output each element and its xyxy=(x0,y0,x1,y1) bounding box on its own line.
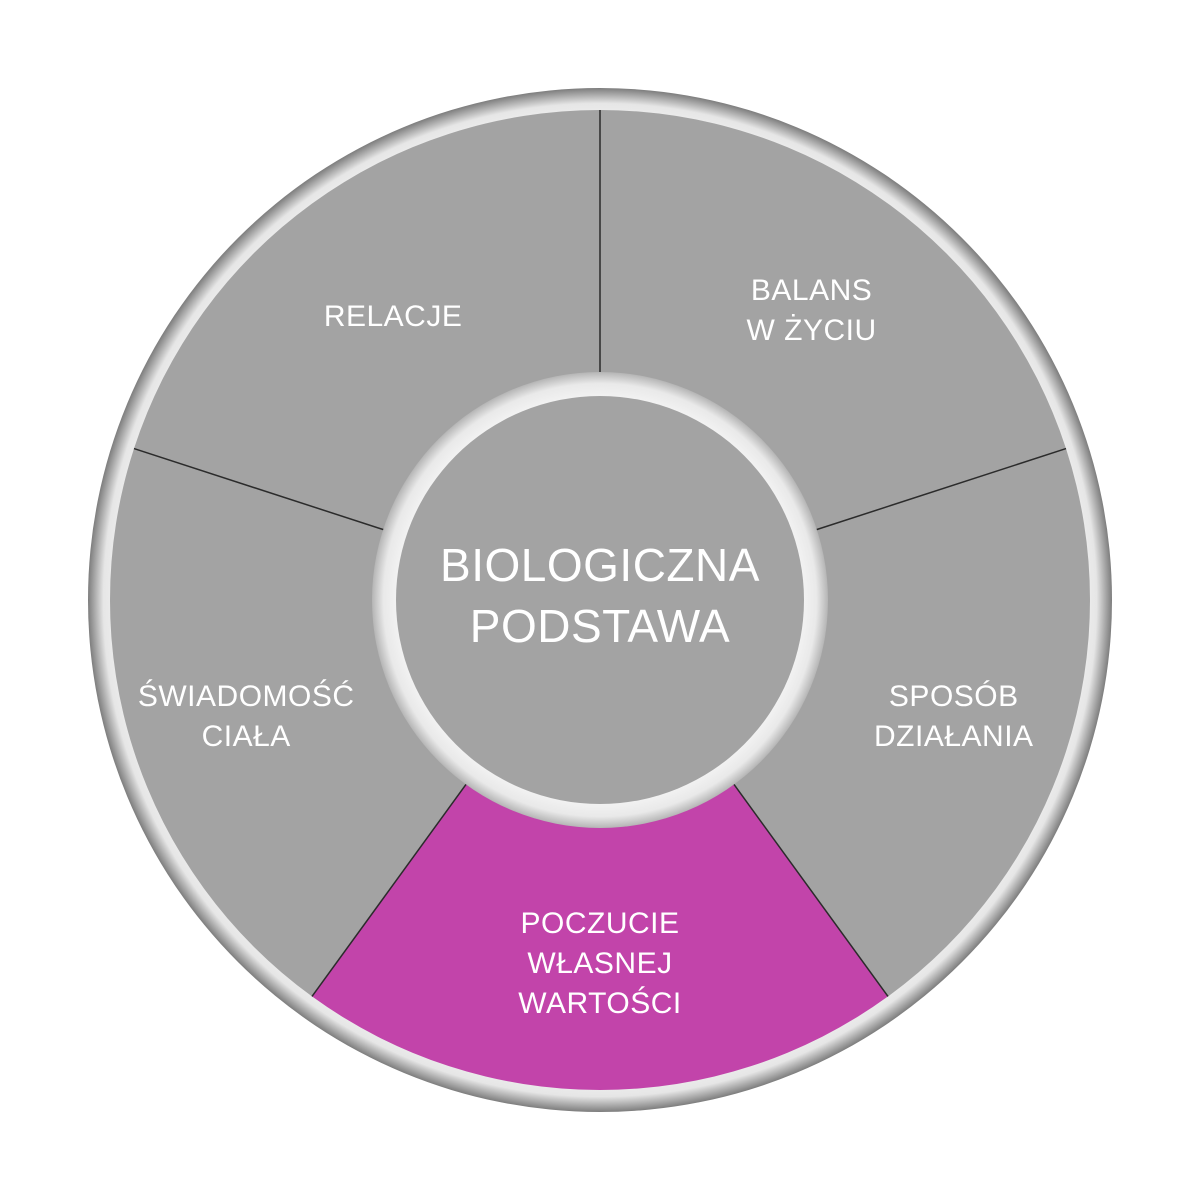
divider-3 xyxy=(311,779,471,997)
segment-sposob[interactable] xyxy=(730,448,1090,997)
segment-label-sposob-line-1: SPOSÓB xyxy=(889,680,1019,713)
segment-label-swiadomosc-line-2: CIAŁA xyxy=(202,720,291,753)
segment-label-sposob-line-2: DZIAŁANIA xyxy=(874,720,1034,753)
segment-label-relacje-line-1: RELACJE xyxy=(324,300,463,333)
segments-layer xyxy=(109,110,1090,1090)
center-label-line-2: PODSTAWA xyxy=(470,600,730,652)
segment-relacje[interactable] xyxy=(133,110,600,532)
center-disc[interactable] xyxy=(396,396,804,804)
divider-2 xyxy=(729,779,889,997)
segment-label-balans-line-2: W ŻYCIU xyxy=(747,314,877,347)
segment-swiadomosc[interactable] xyxy=(109,448,470,997)
segment-label-poczucie-line-1: POCZUCIE xyxy=(520,907,679,940)
dividers-layer xyxy=(133,110,1067,997)
center-label-line-1: BIOLOGICZNA xyxy=(440,539,760,591)
segment-label-poczucie-line-2: WŁASNEJ xyxy=(527,947,672,980)
segment-label-balans-line-1: BALANS xyxy=(751,274,872,307)
labels-layer: BALANS W ŻYCIU SPOSÓB DZIAŁANIA POCZUCIE WŁAS… xyxy=(138,274,1034,1020)
segment-balans[interactable] xyxy=(600,110,1067,532)
segment-poczucie[interactable] xyxy=(311,779,889,1090)
divider-1 xyxy=(810,447,1067,533)
segment-label-swiadomosc-line-1: ŚWIADOMOŚĆ xyxy=(138,679,355,713)
divider-4 xyxy=(133,447,390,533)
segment-label-poczucie-line-3: WARTOŚCI xyxy=(518,986,681,1020)
